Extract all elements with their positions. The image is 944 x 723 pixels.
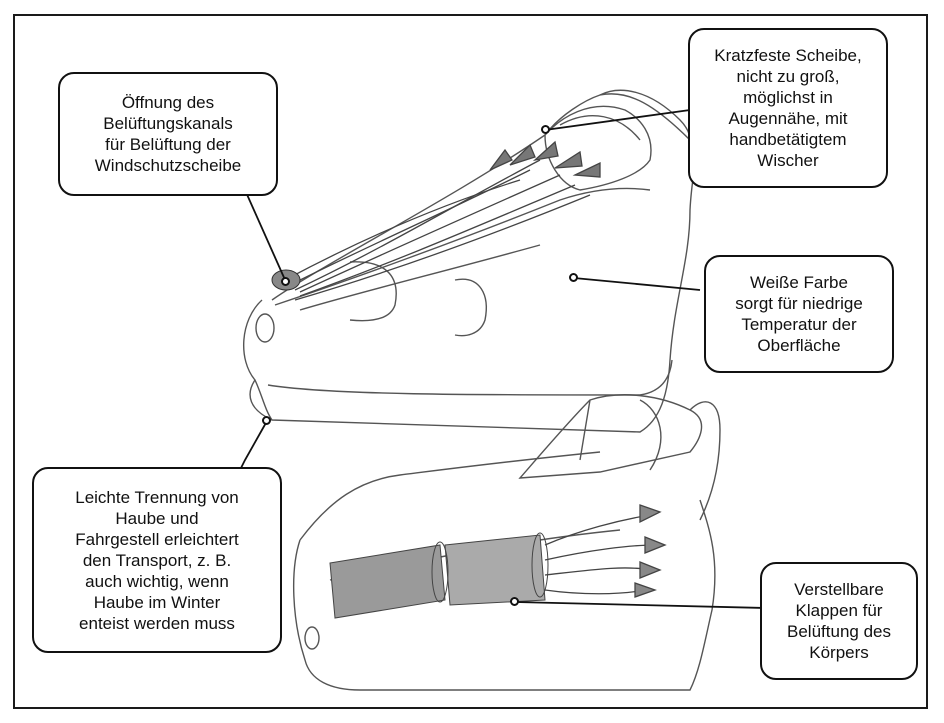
callout-white-color: Weiße Farbe sorgt für niedrige Temperatu… bbox=[704, 255, 894, 373]
surface-color-marker bbox=[569, 273, 578, 282]
upper-hood-sketch bbox=[244, 90, 697, 432]
callout-vent-opening: Öffnung des Belüftungskanals für Belüftu… bbox=[58, 72, 278, 196]
callout-windshield-text: Kratzfeste Scheibe, nicht zu groß, mögli… bbox=[714, 45, 861, 171]
callout-separation-text: Leichte Trennung von Haube und Fahrgeste… bbox=[75, 487, 239, 634]
leader-lines bbox=[240, 110, 765, 608]
callout-flaps-text: Verstellbare Klappen für Belüftung des K… bbox=[787, 579, 891, 663]
separation-marker bbox=[262, 416, 271, 425]
lower-airflow-arrows bbox=[545, 505, 665, 597]
callout-flaps: Verstellbare Klappen für Belüftung des K… bbox=[760, 562, 918, 680]
callout-white-color-text: Weiße Farbe sorgt für niedrige Temperatu… bbox=[735, 272, 863, 356]
callout-windshield: Kratzfeste Scheibe, nicht zu groß, mögli… bbox=[688, 28, 888, 188]
windshield-marker bbox=[541, 125, 550, 134]
callout-vent-opening-text: Öffnung des Belüftungskanals für Belüftu… bbox=[95, 92, 241, 176]
flaps-marker bbox=[510, 597, 519, 606]
callout-separation: Leichte Trennung von Haube und Fahrgeste… bbox=[32, 467, 282, 653]
vent-opening-marker bbox=[281, 277, 290, 286]
